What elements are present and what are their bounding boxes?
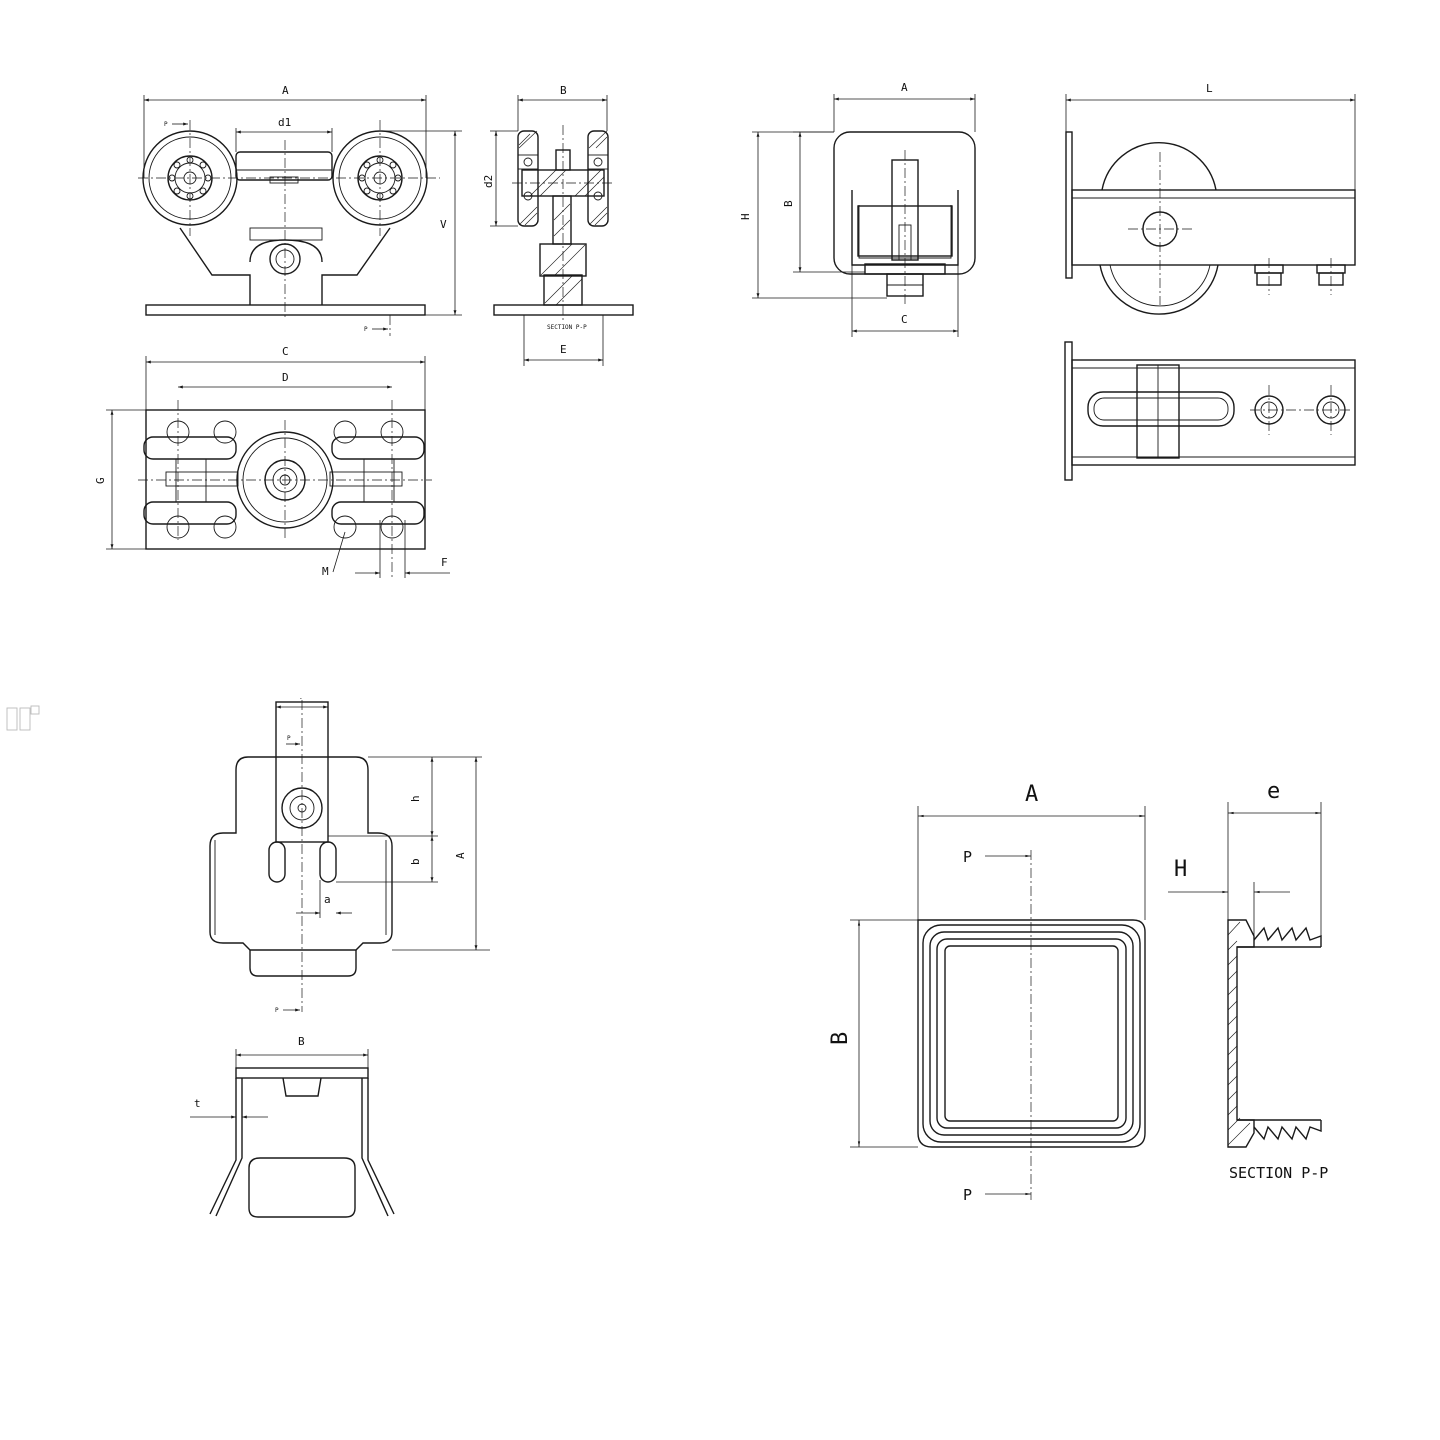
carriage-drawing: A B H C [739, 81, 1356, 481]
dim-label-a: a [324, 893, 331, 906]
section-mark-P-bottom: P [364, 326, 368, 333]
dim-label-e: e [1267, 779, 1280, 804]
carriage-front-view: A B H C [739, 81, 976, 337]
section-mark-P-top: P [963, 848, 972, 866]
dim-label-G: G [94, 477, 107, 484]
dim-label-B: B [782, 200, 795, 207]
trolley-section-view: B d2 E SECTION P-P [482, 84, 634, 366]
section-title: SECTION P-P [1229, 1164, 1328, 1182]
dim-label-A: A [282, 84, 289, 97]
endcap-front-view: A B P P [828, 782, 1146, 1204]
dim-label-C: C [901, 313, 908, 326]
bracket-top-view: B t [190, 1035, 395, 1218]
dim-label-H: H [739, 213, 752, 220]
dim-label-B: B [560, 84, 567, 97]
endcap-drawing: A B P P [828, 779, 1328, 1204]
dim-label-H: H [1174, 857, 1187, 882]
trolley-front-view: A d1 V P P [138, 84, 462, 336]
dim-label-B: B [828, 1032, 853, 1045]
dim-label-F: F [441, 556, 448, 569]
carriage-bottom-view [1064, 341, 1356, 481]
dim-label-dash: - [299, 695, 303, 702]
dim-label-d1: d1 [278, 116, 291, 129]
dim-label-t: t [194, 1097, 201, 1110]
bracket-front-view: - P P h b a A [209, 695, 490, 1014]
dim-label-D: D [282, 371, 289, 384]
trolley-drawing: A d1 V P P [94, 84, 634, 580]
section-mark-P-top: P [287, 735, 291, 742]
dim-label-M: M [322, 565, 329, 578]
dim-label-A: A [901, 81, 908, 94]
bracket-drawing: - P P h b a A [190, 695, 490, 1218]
dim-label-A: A [1025, 782, 1038, 807]
section-mark-P-bottom: P [963, 1186, 972, 1204]
dim-label-V: V [440, 218, 447, 231]
dim-label-b: b [409, 858, 422, 865]
endcap-section-view: e H SECTION P-P [1168, 779, 1328, 1182]
section-title: SECTION P-P [547, 324, 587, 331]
dim-label-E: E [560, 343, 567, 356]
dim-label-A: A [454, 852, 467, 859]
dim-label-B: B [298, 1035, 305, 1048]
section-mark-P-top: P [164, 121, 168, 128]
dim-label-d2: d2 [482, 175, 495, 188]
carriage-side-view: L [1065, 82, 1356, 315]
dim-label-h: h [409, 795, 422, 802]
section-mark-P-bottom: P [275, 1007, 279, 1014]
dim-label-C: C [282, 345, 289, 358]
corner-artefact [6, 705, 40, 731]
dim-label-L: L [1206, 82, 1213, 95]
trolley-plan-view: C D G M F [94, 345, 450, 580]
